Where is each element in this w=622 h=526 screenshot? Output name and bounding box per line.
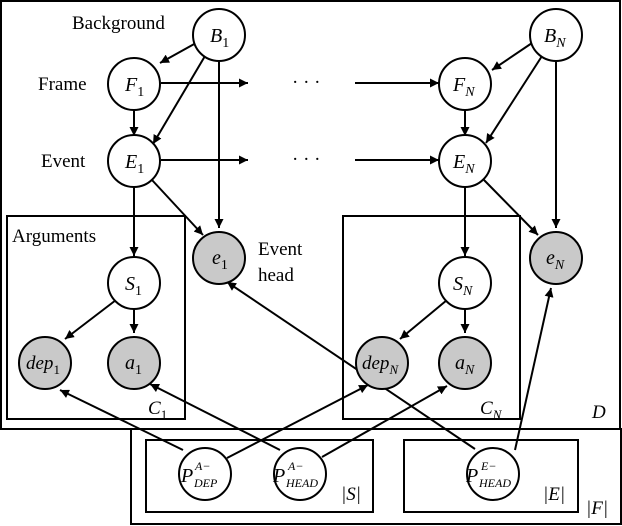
plate-F [130,428,622,525]
node-sn: SN [438,256,492,310]
edge-pehead-en-head [514,287,554,451]
node-fn: FN [438,57,492,111]
edge-pdep-dep1 [59,389,184,451]
node-a1: a1 [107,336,161,390]
node-p-head: P A− HEAD [272,447,327,501]
svg-text:aN: aN [455,352,475,378]
node-p-dep: P A− DEP [178,447,232,501]
svg-text:eN: eN [546,247,565,273]
node-depn: depN [355,336,409,390]
edge-phead-an [321,385,448,458]
svg-text:E−: E− [480,459,496,473]
svg-text:A−: A− [194,459,210,473]
edge-sn-depn [399,299,448,340]
node-e1-head: e1 [192,231,246,285]
label-event: Event [41,151,86,172]
dots-event: · · · [292,149,320,170]
node-en: EN [438,134,492,188]
plate-label-e: |E| [543,484,565,505]
node-dep1: dep1 [18,336,72,390]
node-an: aN [438,336,492,390]
svg-text:P: P [180,465,193,487]
svg-text:BN: BN [544,25,566,51]
svg-text:HEAD: HEAD [285,476,318,490]
svg-text:A−: A− [287,459,303,473]
svg-text:SN: SN [453,273,473,299]
edge-pehead-e1-head [226,281,476,450]
svg-text:P: P [465,465,478,487]
plate-CN [342,215,521,420]
plate-label-s: |S| [341,484,361,505]
node-f1: F1 [107,57,161,111]
edge-b1-e1 [152,55,206,145]
svg-text:depN: depN [362,353,399,377]
edge-bn-en [485,55,543,144]
svg-text:B1: B1 [210,25,229,51]
plate-label-f: |F| [586,498,608,519]
node-s1: S1 [107,256,161,310]
edge-en-en-head [483,179,539,236]
label-arguments: Arguments [12,226,96,247]
plate-label-d: D [591,402,606,423]
node-bn: BN [529,8,583,62]
svg-text:a1: a1 [125,352,142,378]
label-background: Background [72,13,165,34]
plate-label-cn: CN [480,398,503,422]
svg-text:HEAD: HEAD [478,476,511,490]
svg-text:P: P [272,465,285,487]
label-event-head-line2: head [258,265,294,286]
node-e1: E1 [107,134,161,188]
node-p-e-head: P E− HEAD [465,447,520,501]
node-en-head: eN [529,231,583,285]
edge-e1-e1-head [151,179,204,236]
svg-text:dep1: dep1 [26,353,60,377]
plate-E [403,439,579,513]
svg-text:EN: EN [452,151,475,177]
edge-pdep-depn [226,384,369,459]
plate-label-c1: C1 [148,398,167,422]
edge-bn-fn [491,42,533,71]
dots-frame: · · · [292,72,320,93]
edge-s1-dep1 [64,299,117,340]
edges [59,42,561,459]
svg-text:FN: FN [452,74,475,100]
edge-b1-f1 [159,42,197,64]
svg-text:e1: e1 [212,247,228,273]
svg-text:E1: E1 [124,151,144,177]
label-event-head-line1: Event [258,239,303,260]
edge-phead-a1 [149,383,281,451]
node-b1: B1 [192,8,246,62]
label-frame: Frame [38,74,87,95]
svg-text:S1: S1 [125,273,142,299]
svg-text:DEP: DEP [193,476,218,490]
plate-C1 [6,215,186,420]
svg-text:F1: F1 [124,74,144,100]
